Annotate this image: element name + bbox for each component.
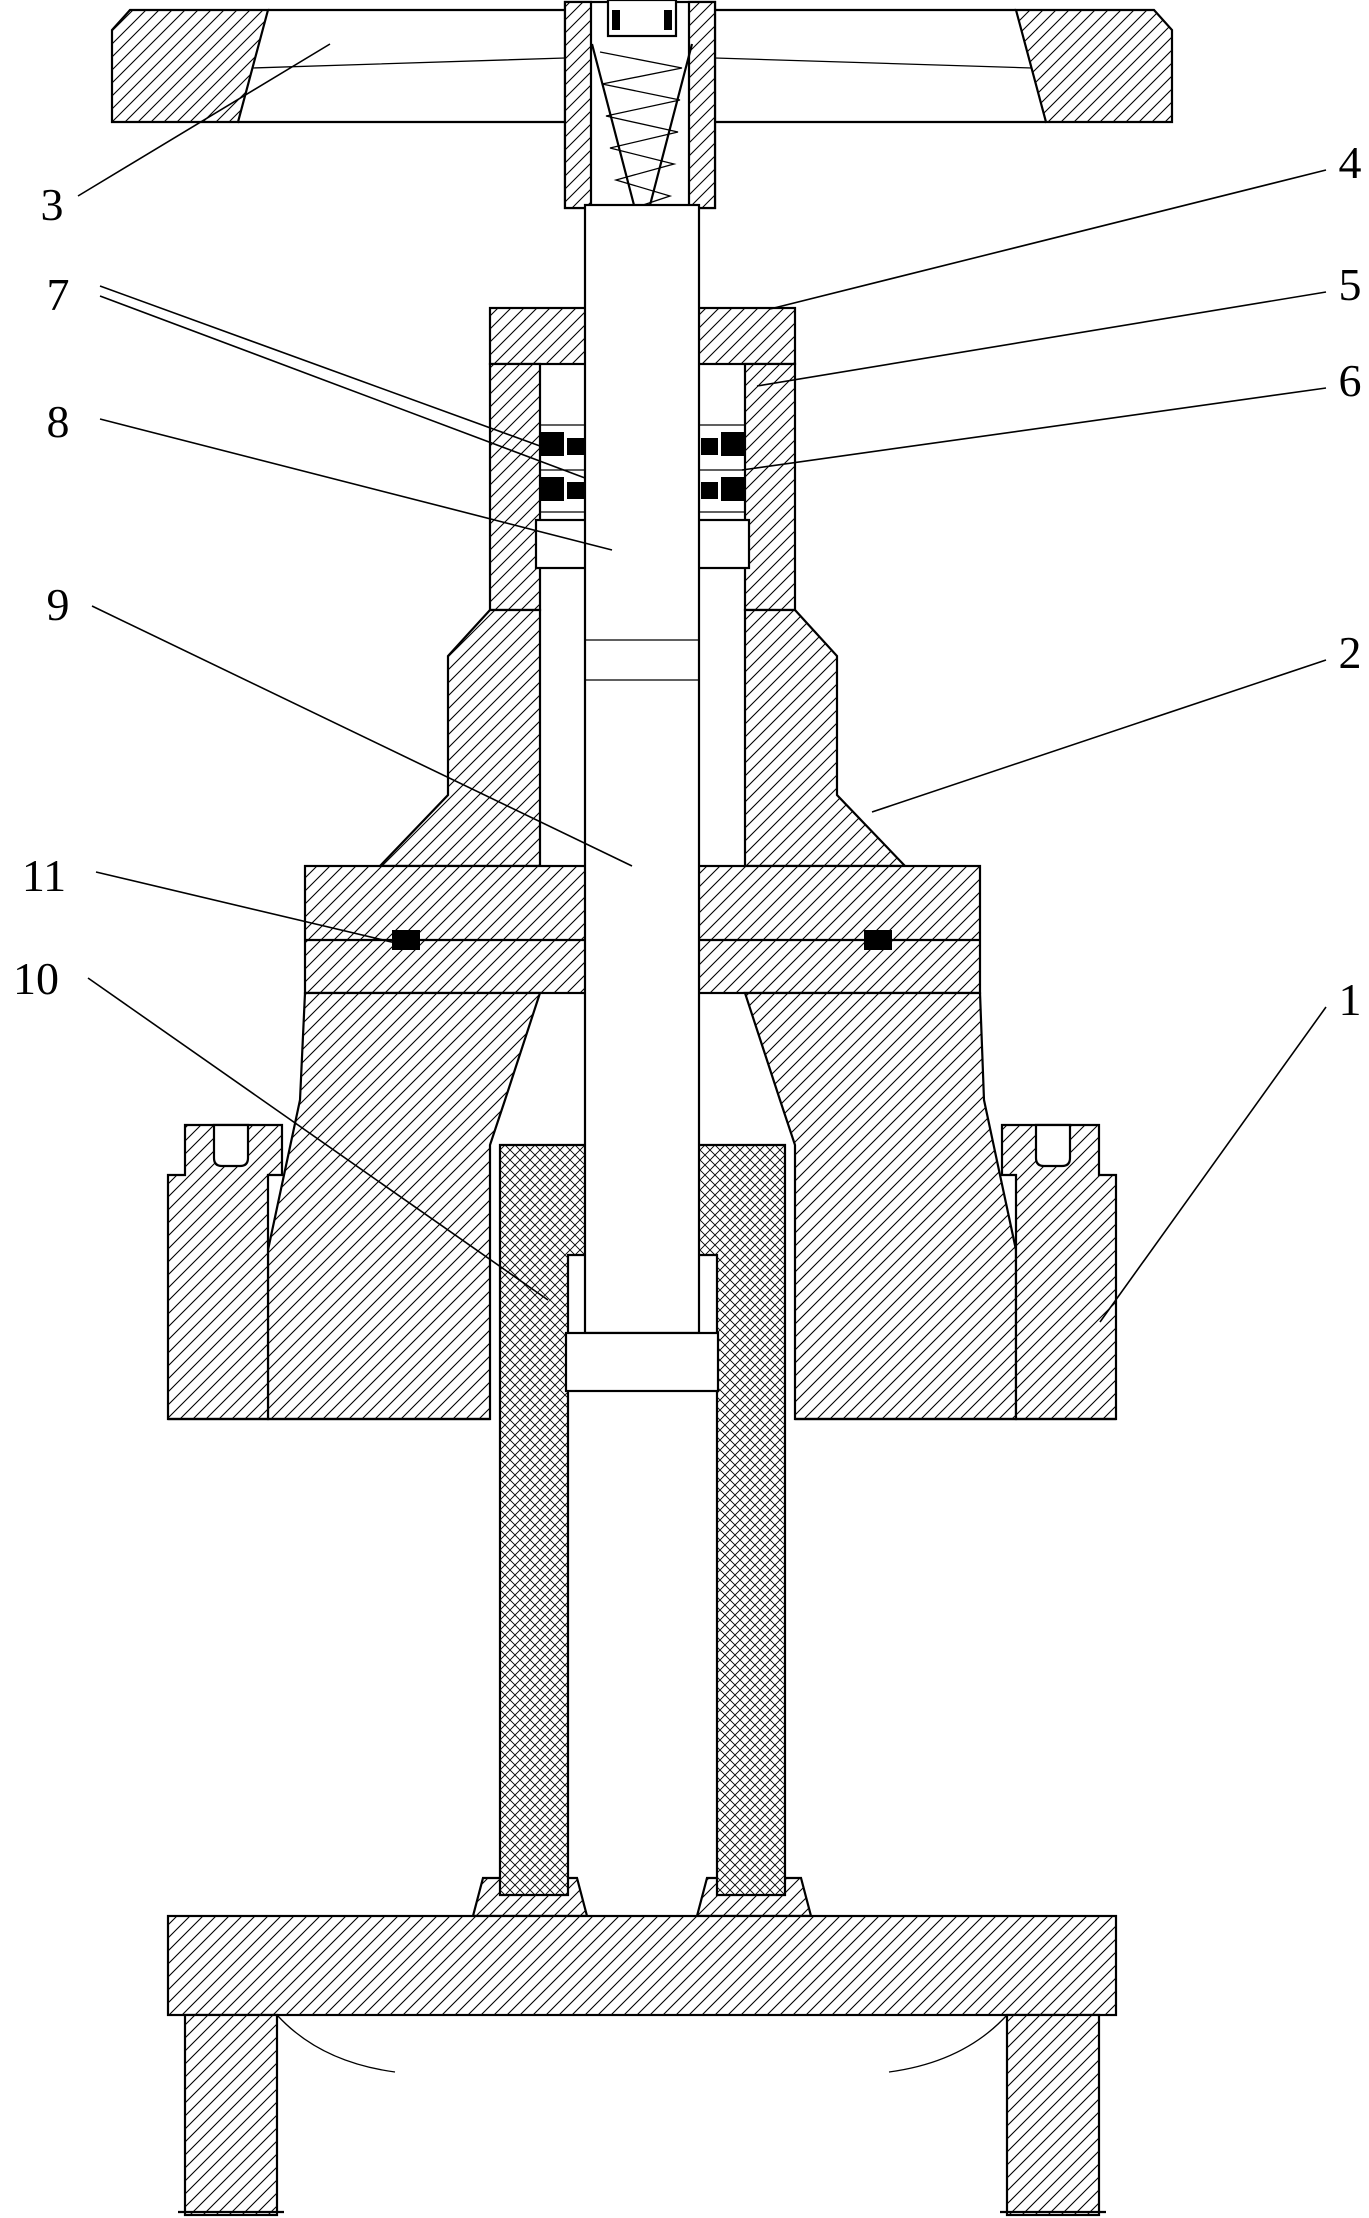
flange-seal-right	[864, 930, 892, 950]
hub-right-wall	[687, 0, 717, 210]
stuffing-box-right-wall	[743, 362, 797, 612]
callout-label-2: 2	[1339, 627, 1362, 678]
leader-line-10	[87, 977, 549, 1301]
packing-ring-inner-left-lower	[567, 482, 584, 499]
stem-top-retainer-right	[664, 10, 672, 30]
callout-label-4: 4	[1339, 137, 1362, 188]
callout-label-6: 6	[1339, 355, 1362, 406]
handwheel	[110, 8, 1174, 124]
packing-ring-outer-left-upper	[540, 432, 564, 456]
left-pipe-flange	[166, 1123, 284, 1421]
gate-wedge-section	[498, 1143, 787, 1897]
leader-line-11	[95, 871, 401, 945]
callout-label-1: 1	[1339, 974, 1362, 1025]
leader-line-5	[756, 291, 1327, 387]
right-pipe-flange	[1000, 1123, 1118, 1421]
packing-ring-outer-left-lower	[540, 477, 564, 501]
packing-ring-inner-right-lower	[701, 482, 718, 499]
leader-line-4	[769, 169, 1327, 310]
bonnet-lower-right-wall	[743, 608, 908, 868]
stem-shaft	[583, 203, 701, 1335]
packing-ring-inner-right-upper	[701, 438, 718, 455]
handwheel-right-rim-section	[1014, 8, 1174, 124]
packing-ring-inner-left-upper	[567, 438, 584, 455]
stem-t-head	[564, 1331, 720, 1393]
handwheel-left-rim-section	[110, 8, 270, 124]
bottom-flange	[166, 1914, 1118, 2017]
bonnet-lower-left-wall	[377, 608, 542, 868]
handwheel-spoke-contour	[251, 57, 1033, 69]
stem-collar-lines	[585, 639, 699, 681]
callout-label-8: 8	[47, 396, 70, 447]
leader-line-7a	[99, 285, 541, 447]
support-foot-left	[183, 2013, 279, 2217]
left-flange-bolt-notch	[212, 1123, 250, 1168]
skirt-contour-left	[276, 2014, 396, 2073]
leader-line-2	[871, 659, 1327, 813]
stem-top-retainer-left	[612, 10, 620, 30]
packing-ring-outer-right-upper	[721, 432, 745, 456]
callout-label-5: 5	[1339, 259, 1362, 310]
packing-ring-outer-right-lower	[721, 477, 745, 501]
right-flange-bolt-notch	[1034, 1123, 1072, 1168]
leader-line-1	[1099, 1006, 1327, 1323]
stem-taper-lines	[590, 43, 694, 233]
skirt-contour-right	[888, 2014, 1008, 2073]
leader-line-7b	[99, 295, 586, 479]
leader-lines	[77, 43, 1327, 1323]
leader-line-9	[91, 605, 633, 867]
callout-label-7: 7	[47, 269, 70, 320]
callout-label-11: 11	[22, 850, 66, 901]
leader-line-8	[99, 418, 613, 551]
stuffing-box-left-wall	[488, 362, 542, 612]
callout-labels: 3 7 8 9 11 10 4 5 6 2 1	[13, 137, 1362, 1025]
support-foot-right	[1005, 2013, 1101, 2217]
callout-label-9: 9	[47, 579, 70, 630]
valve-stem	[564, 203, 720, 1393]
flange-seal-left	[392, 930, 420, 950]
gate-wedge	[498, 1143, 787, 1897]
hub-left-wall	[563, 0, 593, 210]
leader-line-6	[741, 387, 1327, 471]
callout-label-3: 3	[41, 179, 64, 230]
callout-label-10: 10	[13, 953, 59, 1004]
leader-line-3	[77, 43, 331, 197]
stem-nut-hub	[563, 0, 717, 234]
